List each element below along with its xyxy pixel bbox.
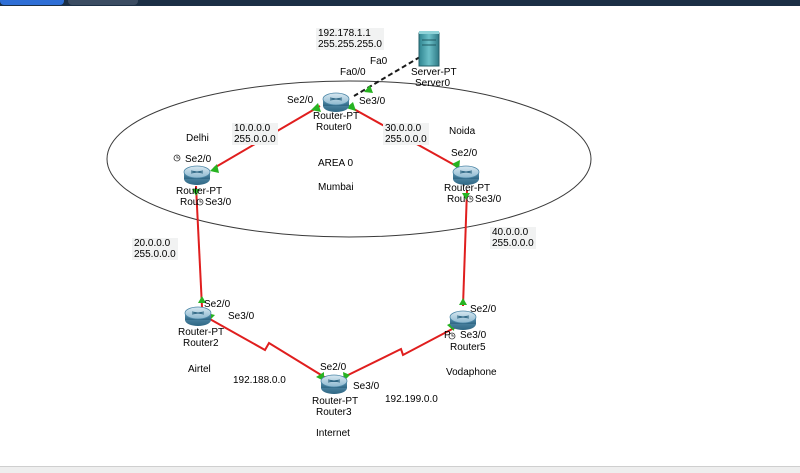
- toolbar-tab-active[interactable]: [0, 0, 64, 5]
- router5-icon[interactable]: [449, 310, 477, 330]
- router4-icon[interactable]: [452, 165, 480, 185]
- port-status-router0-left: [311, 103, 321, 112]
- router5-name: Router5: [450, 342, 486, 353]
- network-40: 40.0.0.0 255.0.0.0: [490, 227, 536, 249]
- zone-delhi: Delhi: [186, 133, 209, 144]
- server-name-label: Server0: [415, 78, 451, 89]
- area-label: AREA 0: [318, 158, 354, 169]
- port-status-router1-bottom: [192, 189, 200, 196]
- router0-name: Router0: [316, 122, 352, 133]
- router3-port-right: Se3/0: [353, 381, 380, 392]
- router0-fa-label: Fa0/0: [340, 67, 366, 78]
- port-status-router4-bottom: [462, 193, 470, 200]
- network-30: 30.0.0.0 255.0.0.0: [383, 123, 429, 145]
- port-status-router2-top: [198, 296, 206, 303]
- area-0-ellipse: [106, 80, 592, 238]
- router4-name: Rou: [447, 194, 466, 205]
- router4-port-bottom: Se3/0: [475, 194, 502, 205]
- zone-vodaphone: Vodaphone: [446, 367, 497, 378]
- router2-name: Router2: [183, 338, 219, 349]
- link-router2-router3[interactable]: [207, 317, 327, 379]
- toolbar-tab[interactable]: [68, 0, 138, 5]
- clock-icon: [173, 154, 474, 340]
- link-router3-router5[interactable]: [341, 326, 457, 379]
- router0-type: Router-PT: [313, 111, 360, 122]
- router0-port-right: Se3/0: [359, 96, 386, 107]
- port-status-router1-top: [210, 164, 219, 173]
- zone-airtel: Airtel: [188, 364, 211, 375]
- router1-port-top: Se2/0: [185, 154, 212, 165]
- port-status-router0-right: [346, 102, 356, 111]
- router3-port-top: Se2/0: [320, 362, 347, 373]
- router1-name: Rou: [180, 197, 199, 208]
- router5-port-top: Se2/0: [470, 304, 497, 315]
- network-188: 192.188.0.0: [233, 375, 286, 386]
- link-router1-router2[interactable]: [195, 185, 203, 308]
- server-icon[interactable]: [418, 31, 440, 67]
- network-10: 10.0.0.0 255.0.0.0: [232, 123, 278, 145]
- router2-port-right: Se3/0: [228, 311, 255, 322]
- router0-port-left: Se2/0: [287, 95, 314, 106]
- router0-icon[interactable]: [322, 92, 350, 112]
- server-type-label: Server-PT: [411, 67, 457, 78]
- link-server-router0[interactable]: [353, 56, 421, 97]
- router2-type: Router-PT: [178, 327, 225, 338]
- router5-port-left: Se3/0: [460, 330, 487, 341]
- router4-port-top: Se2/0: [451, 148, 478, 159]
- zone-internet: Internet: [316, 428, 350, 439]
- router1-type: Router-PT: [176, 186, 223, 197]
- server-port-label: Fa0: [370, 56, 388, 67]
- router5-type: P: [444, 330, 451, 341]
- router3-icon[interactable]: [320, 374, 348, 394]
- zone-noida: Noida: [449, 126, 476, 137]
- router4-type: Router-PT: [444, 183, 491, 194]
- port-status-router5-top: [459, 298, 467, 305]
- router1-port-bottom: Se3/0: [205, 197, 232, 208]
- port-status-router0-fa: [364, 85, 373, 93]
- router3-type: Router-PT: [312, 396, 359, 407]
- top-toolbar: [0, 0, 800, 6]
- link-router4-router5[interactable]: [462, 189, 468, 307]
- router1-icon[interactable]: [183, 165, 211, 185]
- router2-icon[interactable]: [184, 306, 212, 326]
- server-ip-label: 192.178.1.1 255.255.255.0: [316, 28, 384, 50]
- router3-name: Router3: [316, 407, 352, 418]
- network-199: 192.199.0.0: [385, 394, 438, 405]
- router2-port-top: Se2/0: [204, 299, 231, 310]
- network-20: 20.0.0.0 255.0.0.0: [132, 238, 178, 260]
- bottom-bar: [0, 466, 800, 473]
- zone-mumbai: Mumbai: [318, 182, 354, 193]
